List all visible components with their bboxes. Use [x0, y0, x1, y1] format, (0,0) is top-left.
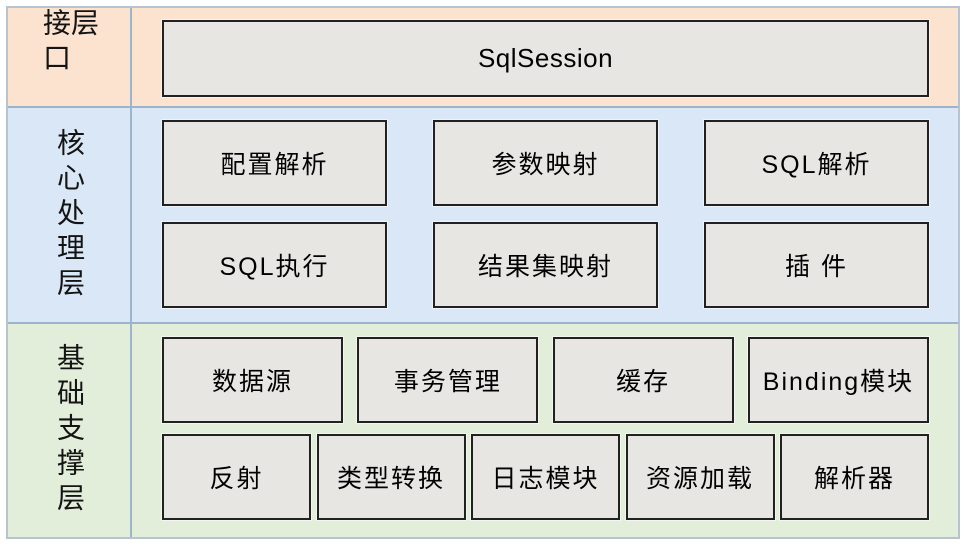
box-transaction-management: 事务管理	[357, 337, 539, 423]
base-layer: 基础支撑层 数据源 事务管理 缓存 Binding模块 反射 类型转换 日志模块…	[8, 322, 958, 537]
box-parser: 解析器	[780, 434, 929, 520]
interface-layer-label: 接口层	[8, 8, 132, 106]
base-layer-content: 数据源 事务管理 缓存 Binding模块 反射 类型转换 日志模块 资源加载 …	[132, 324, 958, 537]
box-data-source: 数据源	[162, 337, 343, 423]
box-config-parsing: 配置解析	[162, 120, 387, 206]
box-cache: 缓存	[552, 337, 734, 423]
box-sql-parsing: SQL解析	[704, 120, 929, 206]
interface-layer: 接口层 SqlSession	[8, 8, 958, 106]
core-row-2: SQL执行 结果集映射 插 件	[162, 222, 929, 308]
box-resource-loading: 资源加载	[625, 434, 775, 520]
interface-row: SqlSession	[162, 20, 929, 97]
architecture-diagram: 接口层 SqlSession 核心处理层 配置解析 参数映射 SQL解析 SQL…	[6, 6, 960, 539]
box-binding-module: Binding模块	[747, 337, 929, 423]
box-type-conversion: 类型转换	[316, 434, 466, 520]
box-reflection: 反射	[162, 434, 311, 520]
box-result-set-mapping: 结果集映射	[433, 222, 658, 308]
box-plugins: 插 件	[704, 222, 929, 308]
base-row-2: 反射 类型转换 日志模块 资源加载 解析器	[162, 434, 929, 520]
base-layer-label: 基础支撑层	[8, 324, 132, 537]
box-sql-execution: SQL执行	[162, 222, 387, 308]
core-layer-label: 核心处理层	[8, 108, 132, 322]
box-sqlsession: SqlSession	[162, 20, 929, 97]
base-row-1: 数据源 事务管理 缓存 Binding模块	[162, 337, 929, 423]
box-logging-module: 日志模块	[471, 434, 620, 520]
core-row-1: 配置解析 参数映射 SQL解析	[162, 120, 929, 206]
interface-layer-content: SqlSession	[132, 8, 958, 106]
core-layer-content: 配置解析 参数映射 SQL解析 SQL执行 结果集映射 插 件	[132, 108, 958, 322]
box-parameter-mapping: 参数映射	[433, 120, 658, 206]
core-layer: 核心处理层 配置解析 参数映射 SQL解析 SQL执行 结果集映射 插 件	[8, 106, 958, 322]
